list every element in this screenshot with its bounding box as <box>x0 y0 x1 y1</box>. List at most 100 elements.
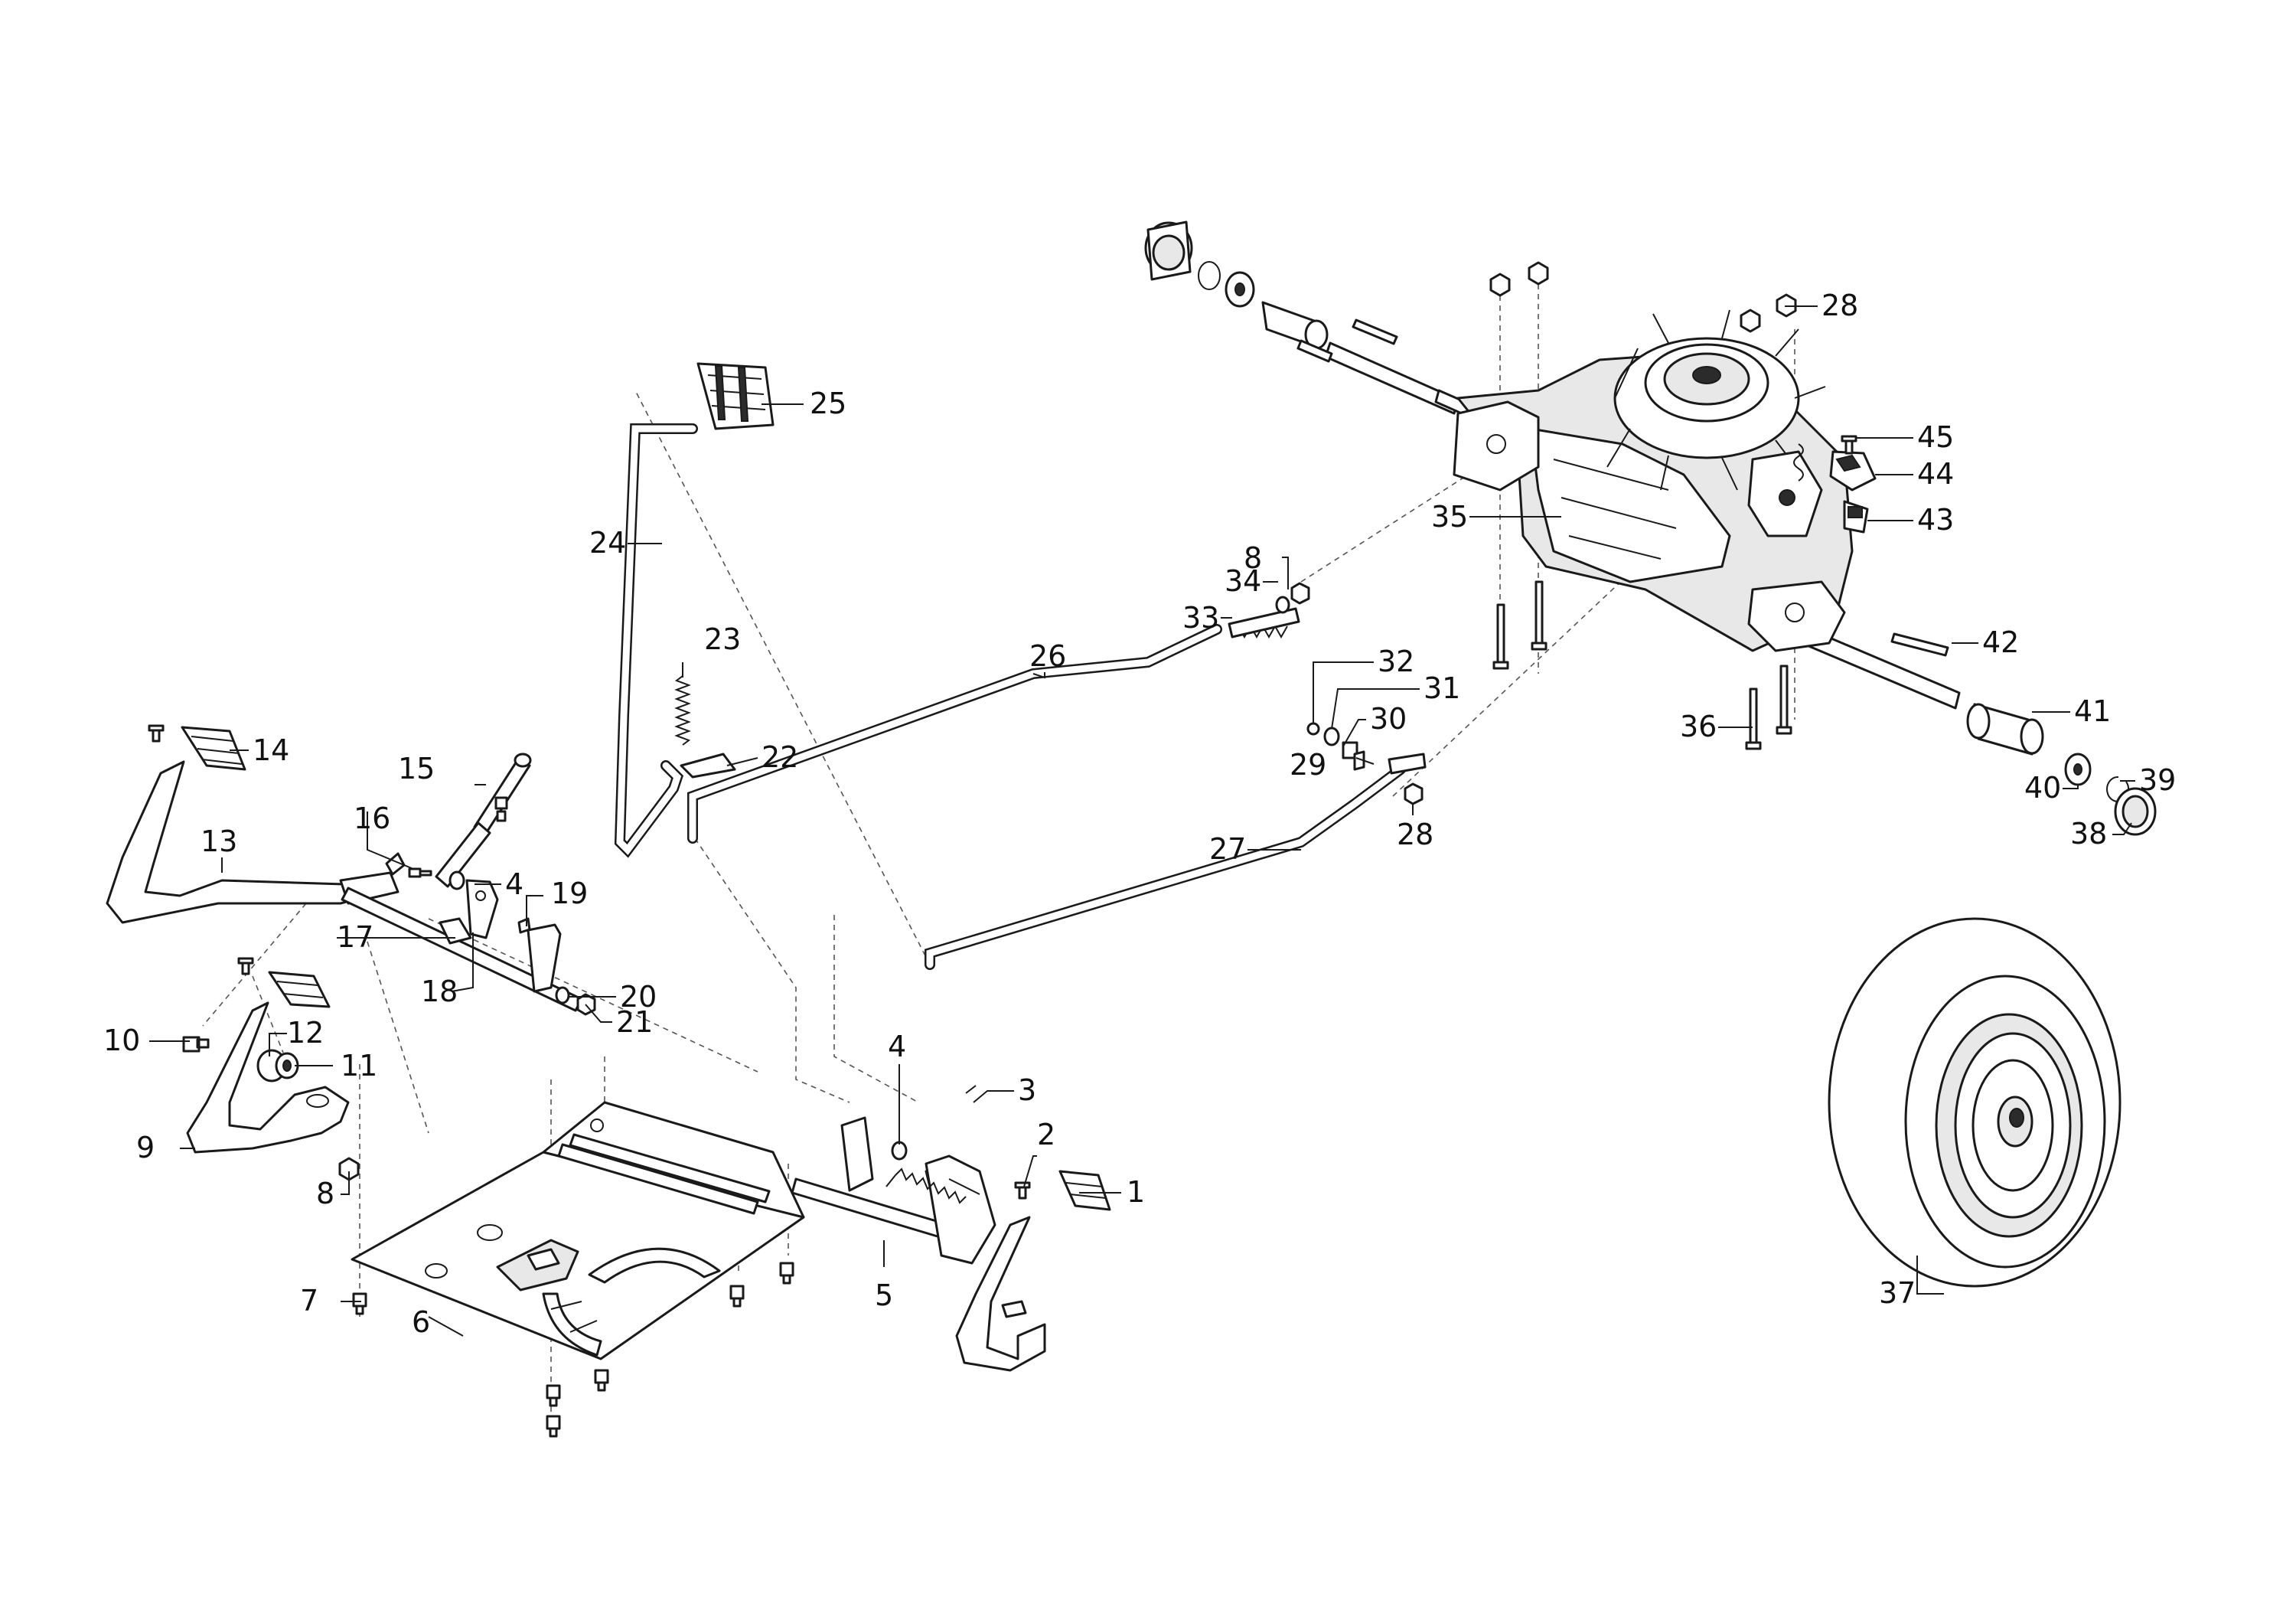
callout-28: 28 <box>1397 818 1433 851</box>
callout-6: 6 <box>412 1305 430 1339</box>
washer-4-lower <box>891 1141 908 1161</box>
pedal-arm-right <box>955 1216 1046 1372</box>
bolt-2 <box>1014 1181 1031 1200</box>
callout-23: 23 <box>704 622 741 656</box>
callout-4: 4 <box>505 867 523 901</box>
callout-13: 13 <box>201 825 237 858</box>
spring-23 <box>674 675 691 746</box>
callout-33: 33 <box>1182 601 1219 635</box>
shaft-key-upper <box>1352 318 1398 345</box>
callout-9: 9 <box>136 1131 155 1164</box>
cap-38 <box>2114 787 2157 836</box>
callout-36: 36 <box>1680 710 1717 743</box>
spring-3 <box>885 1085 977 1204</box>
callout-27: 27 <box>1209 832 1246 866</box>
callout-32: 32 <box>1378 645 1414 678</box>
floor-plate-6 <box>351 1101 805 1360</box>
nut-32 <box>1306 722 1320 736</box>
callout-10: 10 <box>103 1024 140 1057</box>
callout-17: 17 <box>337 920 373 954</box>
callout-41: 41 <box>2074 694 2111 728</box>
nut-28-lower <box>1404 782 1424 805</box>
callout-4: 4 <box>888 1030 906 1063</box>
callout-39: 39 <box>2139 763 2176 797</box>
callout-14: 14 <box>253 733 289 767</box>
callout-8: 8 <box>1244 541 1262 575</box>
bolt-7-set <box>352 1262 794 1438</box>
callout-38: 38 <box>2070 817 2107 851</box>
bolt-36-set <box>1492 580 1792 750</box>
callout-20: 20 <box>620 980 657 1014</box>
callout-labels: 1 2 3 4 4 5 6 7 8 8 9 10 11 12 13 14 15 … <box>103 289 2176 1339</box>
clip-43 <box>1843 500 1869 534</box>
callout-24: 24 <box>589 526 626 560</box>
callout-40: 40 <box>2024 771 2061 805</box>
washer-40 <box>2064 753 2092 786</box>
callout-30: 30 <box>1370 702 1407 736</box>
callout-21: 21 <box>616 1005 653 1039</box>
callout-26: 26 <box>1029 639 1066 673</box>
bolt-10 <box>182 1036 210 1053</box>
callout-16: 16 <box>354 802 390 835</box>
callout-45: 45 <box>1917 420 1954 454</box>
bolt-pedal-14 <box>148 724 165 743</box>
hub-41 <box>1966 703 2044 756</box>
callout-25: 25 <box>810 387 846 420</box>
bolt-29 <box>1353 750 1365 771</box>
callout-8: 8 <box>316 1177 334 1210</box>
flange-nut-top-left <box>1489 273 1511 297</box>
callout-7: 7 <box>300 1284 318 1318</box>
nut-8-upper <box>1290 582 1310 605</box>
callout-1: 1 <box>1127 1175 1145 1209</box>
callout-15: 15 <box>398 752 435 785</box>
pedal-arm-9 <box>186 1001 350 1154</box>
flange-nut-top-center <box>1528 261 1549 286</box>
callout-43: 43 <box>1917 503 1954 537</box>
callout-42: 42 <box>1982 625 2019 659</box>
callout-31: 31 <box>1424 671 1460 705</box>
callout-35: 35 <box>1431 500 1468 534</box>
bolt-damper <box>494 796 508 822</box>
rod-24 <box>614 423 698 858</box>
callout-44: 44 <box>1917 457 1954 491</box>
damper-15 <box>385 753 532 888</box>
bolt-45 <box>1841 435 1857 455</box>
pedal-bracket-5 <box>925 1154 996 1265</box>
clip-22 <box>680 753 736 779</box>
transaxle-35 <box>1324 309 1961 710</box>
spring-33 <box>1228 607 1300 639</box>
callout-29: 29 <box>1290 748 1326 782</box>
bolt-pedal-12 <box>237 957 254 975</box>
callout-22: 22 <box>762 740 798 774</box>
bolt-16 <box>408 867 432 878</box>
washer-4-upper <box>448 870 465 890</box>
switch-bracket-44 <box>1829 450 1877 491</box>
rod-26 <box>687 624 1222 844</box>
leader-lines <box>149 305 2135 1337</box>
bushing-11 <box>256 1049 299 1083</box>
pedal-pad-14 <box>181 726 246 771</box>
callout-28: 28 <box>1821 289 1858 322</box>
callout-11: 11 <box>341 1049 377 1083</box>
pedal-pad-12 <box>268 971 331 1008</box>
flange-nut-28-top <box>1740 293 1797 333</box>
cooling-fan-icon <box>1606 309 1826 491</box>
shaft-key-42 <box>1890 632 1949 657</box>
washer-20 <box>555 986 570 1004</box>
pedal-pad-25 <box>696 362 775 430</box>
callout-34: 34 <box>1225 564 1261 598</box>
callout-18: 18 <box>421 975 458 1008</box>
washer-31 <box>1323 727 1340 746</box>
callout-5: 5 <box>875 1278 893 1312</box>
callout-19: 19 <box>551 877 588 910</box>
rod-27 <box>925 753 1427 970</box>
rear-wheel-37 <box>1828 917 2122 1288</box>
hub-left-assembly <box>1144 220 1333 363</box>
callout-37: 37 <box>1879 1276 1916 1310</box>
callout-12: 12 <box>287 1016 324 1050</box>
washer-34 <box>1275 596 1290 614</box>
nut-8-lower <box>338 1157 360 1181</box>
pedal-pad-1 <box>1058 1170 1111 1211</box>
bracket-18 <box>465 879 499 939</box>
